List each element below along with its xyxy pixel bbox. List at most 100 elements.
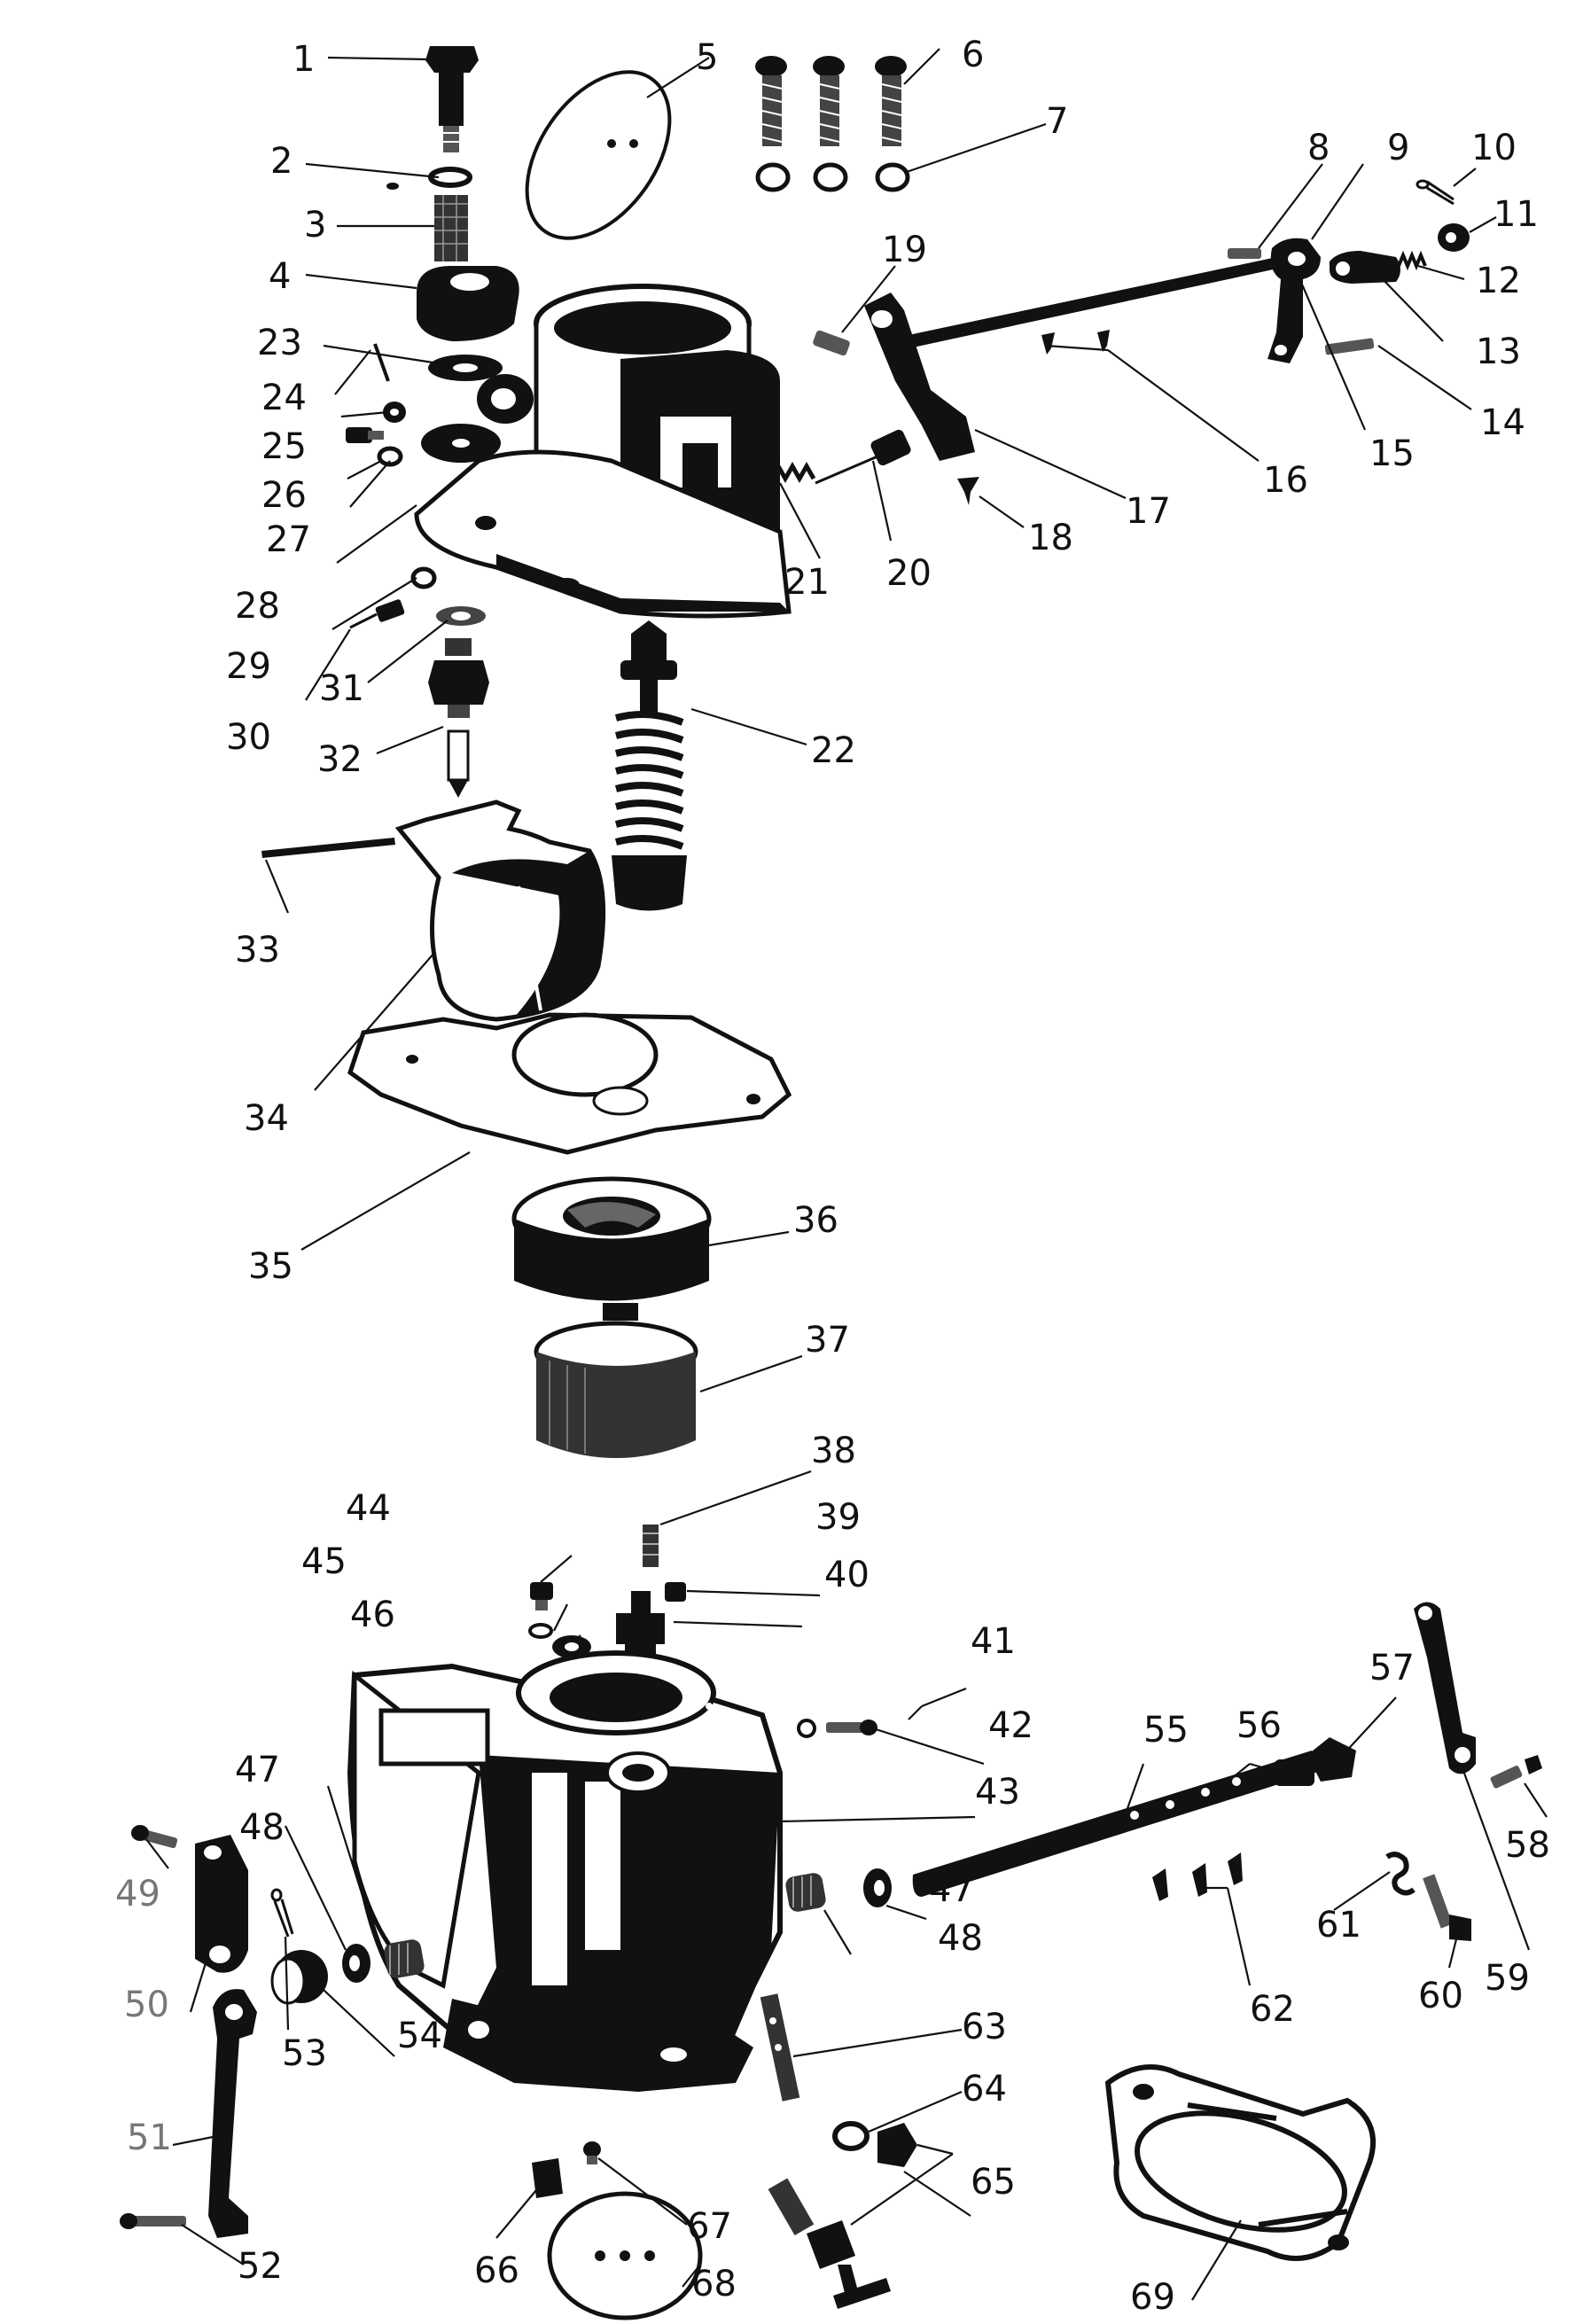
part-29-washer [410,566,437,589]
label-19: 19 [882,230,927,270]
label-6: 6 [962,35,984,75]
label-48-left: 48 [239,1807,285,1848]
label-20: 20 [886,553,932,594]
part-27b-cap-disc [421,424,501,463]
label-26: 26 [261,475,307,516]
part-15-choke-shaft [909,255,1290,347]
part-63-jet-tube [760,1993,800,2102]
label-44: 44 [346,1488,391,1529]
label-13: 13 [1476,331,1521,372]
label-22: 22 [811,730,856,771]
label-32: 32 [317,739,363,780]
label-11: 11 [1494,194,1539,235]
part-35-gasket [347,1012,792,1155]
part-8-screw [1228,248,1261,259]
part-31-gasket [436,606,486,626]
label-16: 16 [1263,460,1308,501]
part-68-cover-plate [547,2191,703,2320]
part-36-venturi [511,1176,712,1321]
label-47-left: 47 [235,1750,280,1790]
label-25: 25 [261,426,307,467]
label-66: 66 [474,2250,519,2291]
part-48-seal-left [342,1944,370,1983]
label-24: 24 [261,378,307,418]
label-68: 68 [691,2264,737,2305]
label-36: 36 [793,1200,838,1241]
part-57-lever-cap [1275,1737,1356,1786]
part-28-air-horn-body [414,284,792,619]
label-27: 27 [266,519,311,560]
label-21: 21 [784,562,830,603]
label-57: 57 [1369,1648,1415,1688]
part-67-screw [583,2141,601,2164]
label-9: 9 [1387,128,1409,168]
part-45-washer [528,1623,553,1639]
label-47-right: 47 [929,1869,974,1910]
part-19-screw [813,330,850,356]
label-55: 55 [1143,1710,1189,1751]
label-56: 56 [1236,1705,1282,1746]
label-3: 3 [304,205,326,246]
label-2: 2 [270,141,292,182]
part-25-bushing [383,402,406,423]
label-4: 4 [269,256,291,297]
part-49-screw [131,1825,178,1849]
label-43: 43 [975,1772,1020,1813]
label-45: 45 [301,1541,347,1582]
part-9-choke-arm [1267,238,1321,363]
label-35: 35 [248,1246,293,1287]
label-67: 67 [687,2206,732,2247]
part-50-clamp-lever [195,1835,248,1973]
part-24-pin [373,343,390,382]
label-65: 65 [971,2162,1016,2203]
label-69: 69 [1130,2277,1175,2318]
label-64: 64 [962,2069,1007,2110]
part-47-bushing-left [384,1939,425,1978]
part-39-plug [665,1582,686,1602]
part-44-screw [530,1582,553,1610]
label-62: 62 [1250,1989,1295,2030]
part-17-choke-lever [864,292,975,461]
part-11-knob [1438,223,1470,252]
part-37-sleeve [534,1321,698,1458]
part-1-banjo-bolt [425,46,479,152]
label-52: 52 [238,2246,283,2287]
label-12: 12 [1476,261,1521,301]
part-55-throttle-shaft [912,1751,1321,1897]
label-53: 53 [282,2033,327,2074]
label-15: 15 [1369,433,1415,474]
label-17: 17 [1126,491,1171,532]
part-48-seal-right [863,1868,892,1907]
part-10-cotter-pin [1416,179,1455,206]
label-41: 41 [971,1621,1016,1662]
part-52-screw [120,2213,186,2229]
part-65-idle-jet [768,2123,917,2309]
label-37: 37 [805,1320,850,1361]
label-61: 61 [1316,1905,1361,1946]
label-63: 63 [962,2007,1007,2047]
label-40: 40 [824,1555,870,1595]
part-51-throttle-lever [208,1989,257,2238]
label-51: 51 [127,2117,172,2158]
part-18-screw [957,477,979,505]
part-16-screws [1041,330,1110,355]
label-1: 1 [292,39,315,80]
label-34: 34 [244,1098,289,1139]
part-5-cover-disc [525,70,672,240]
part-12-spring [1397,250,1427,271]
part-58-screw [1490,1755,1542,1789]
part-59-pump-arm [1414,1602,1476,1774]
part-21-spring [740,461,816,484]
part-46-jet-plug [552,1635,591,1658]
part-69-flange-gasket [1104,2064,1377,2261]
label-23: 23 [257,323,302,363]
part-64-washer [832,2121,870,2151]
part-27-washer [377,446,403,467]
part-33-float-pin [261,838,395,858]
label-10: 10 [1471,128,1517,168]
label-31: 31 [319,668,364,709]
label-38: 38 [811,1431,856,1471]
part-60-screw [1423,1874,1471,1941]
part-61-spring [1385,1852,1416,1896]
